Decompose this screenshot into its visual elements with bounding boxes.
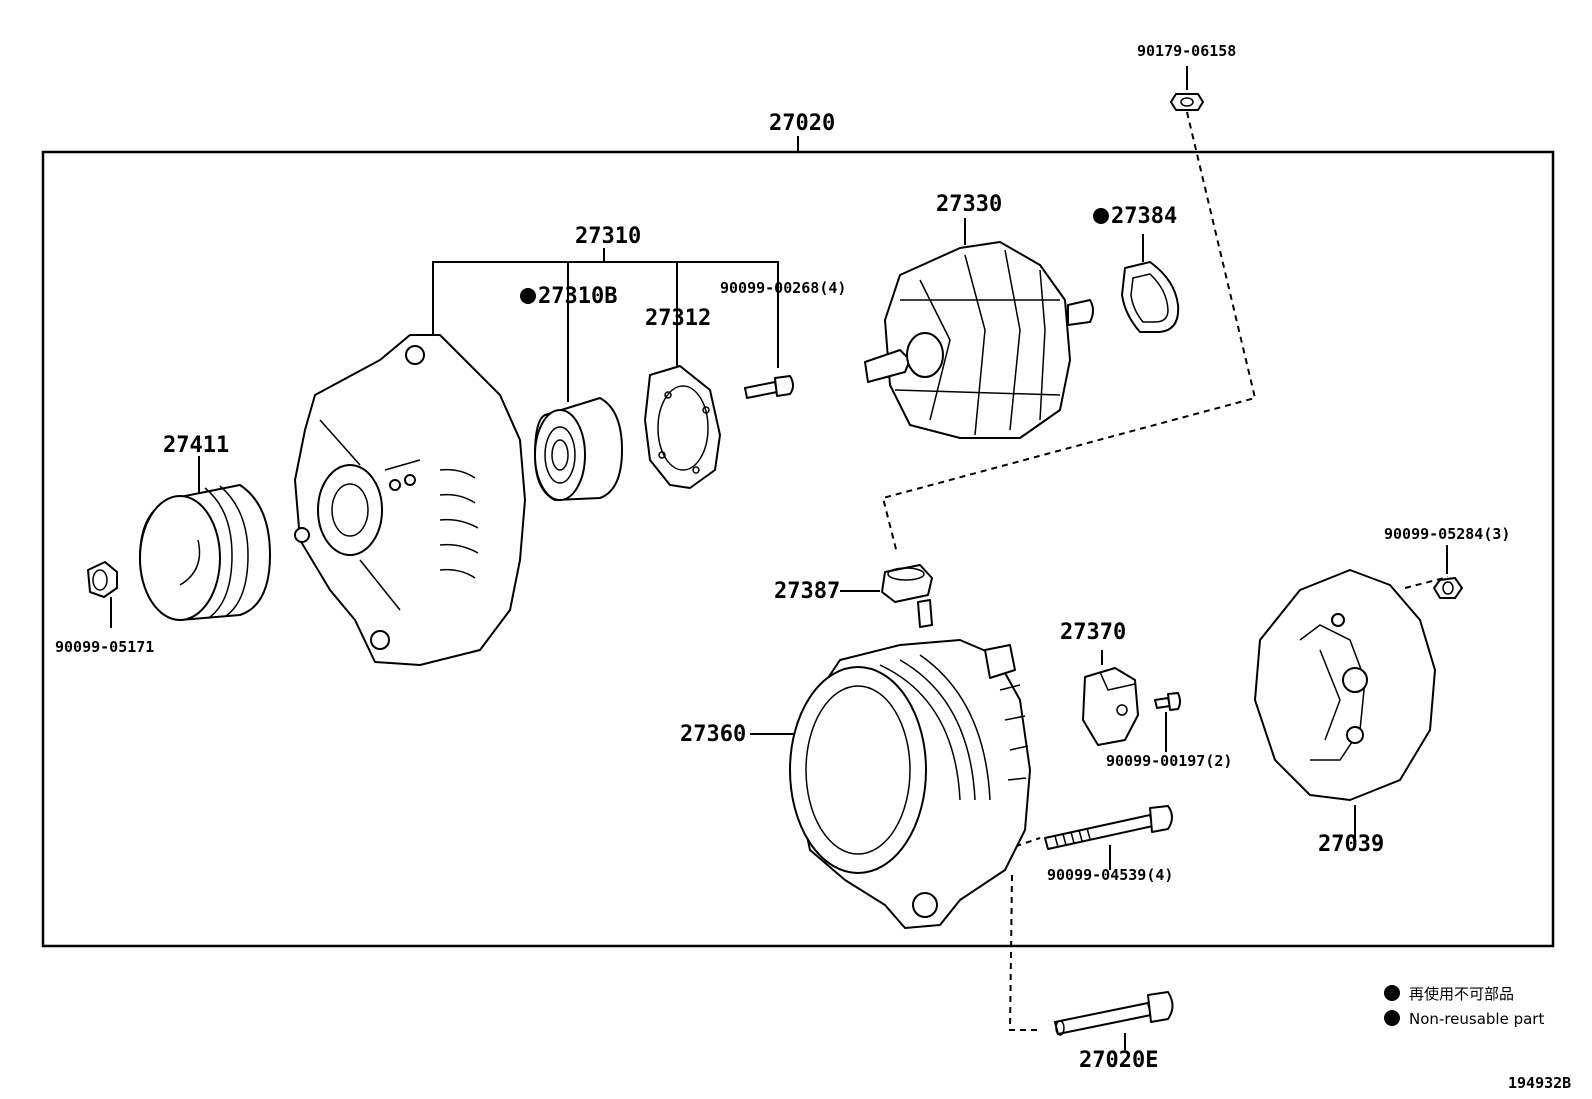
label-27020E: 27020E: [1079, 1048, 1158, 1073]
bolt-27020E-part: [1054, 991, 1174, 1050]
cap-27387-part: [840, 564, 933, 628]
retainer-plate-27312-part: [644, 365, 721, 489]
nut-90179-06158-part: [1170, 66, 1204, 111]
rotor-27330-part: [864, 218, 1094, 439]
legend-bullet-english: [1384, 1010, 1400, 1026]
label-27020: 27020: [769, 111, 835, 136]
label-27312: 27312: [645, 306, 711, 331]
dashed-guide-lines: [881, 111, 1449, 1031]
bracket-27310: [432, 248, 779, 402]
label-27360: 27360: [680, 722, 746, 747]
label-90099-04539: 90099-04539(4): [1047, 866, 1173, 884]
figure-id: 194932B: [1508, 1074, 1571, 1092]
rectifier-end-frame-27360-part: [750, 639, 1031, 929]
label-27310: 27310: [575, 224, 641, 249]
label-27330: 27330: [936, 192, 1002, 217]
drive-end-frame-27310-part: [294, 334, 526, 666]
label-90099-05171: 90099-05171: [55, 638, 154, 656]
label-27039: 27039: [1318, 832, 1384, 857]
non-reusable-marker-27384: [1093, 208, 1109, 224]
legend-bullet-japanese: [1384, 985, 1400, 1001]
legend-japanese-text: 再使用不可部品: [1409, 985, 1514, 1003]
bearing-27310B-part: [534, 397, 623, 501]
label-90099-00268: 90099-00268(4): [720, 279, 846, 297]
screw-90099-00197-part: [1154, 692, 1181, 752]
label-27384: 27384: [1111, 204, 1177, 229]
screw-90099-00268-part: [744, 375, 794, 399]
label-90099-00197: 90099-00197(2): [1106, 752, 1232, 770]
bolt-90099-04539-part: [1044, 805, 1173, 870]
nut-90099-05171-part: [87, 561, 118, 628]
insulator-27384-part: [1121, 234, 1180, 333]
label-27387: 27387: [774, 579, 840, 604]
label-90179-06158: 90179-06158: [1137, 42, 1236, 60]
label-27411: 27411: [163, 433, 229, 458]
label-90099-05284: 90099-05284(3): [1384, 525, 1510, 543]
rear-cover-27039-part: [1254, 569, 1436, 838]
brush-holder-27370-part: [1082, 650, 1139, 746]
label-27370: 27370: [1060, 620, 1126, 645]
nut-90099-05284-part: [1433, 545, 1463, 599]
legend-english-text: Non-reusable part: [1409, 1010, 1544, 1028]
label-27310B: 27310B: [538, 284, 617, 309]
pulley-27411-part: [139, 456, 271, 621]
non-reusable-marker-27310B: [520, 288, 536, 304]
